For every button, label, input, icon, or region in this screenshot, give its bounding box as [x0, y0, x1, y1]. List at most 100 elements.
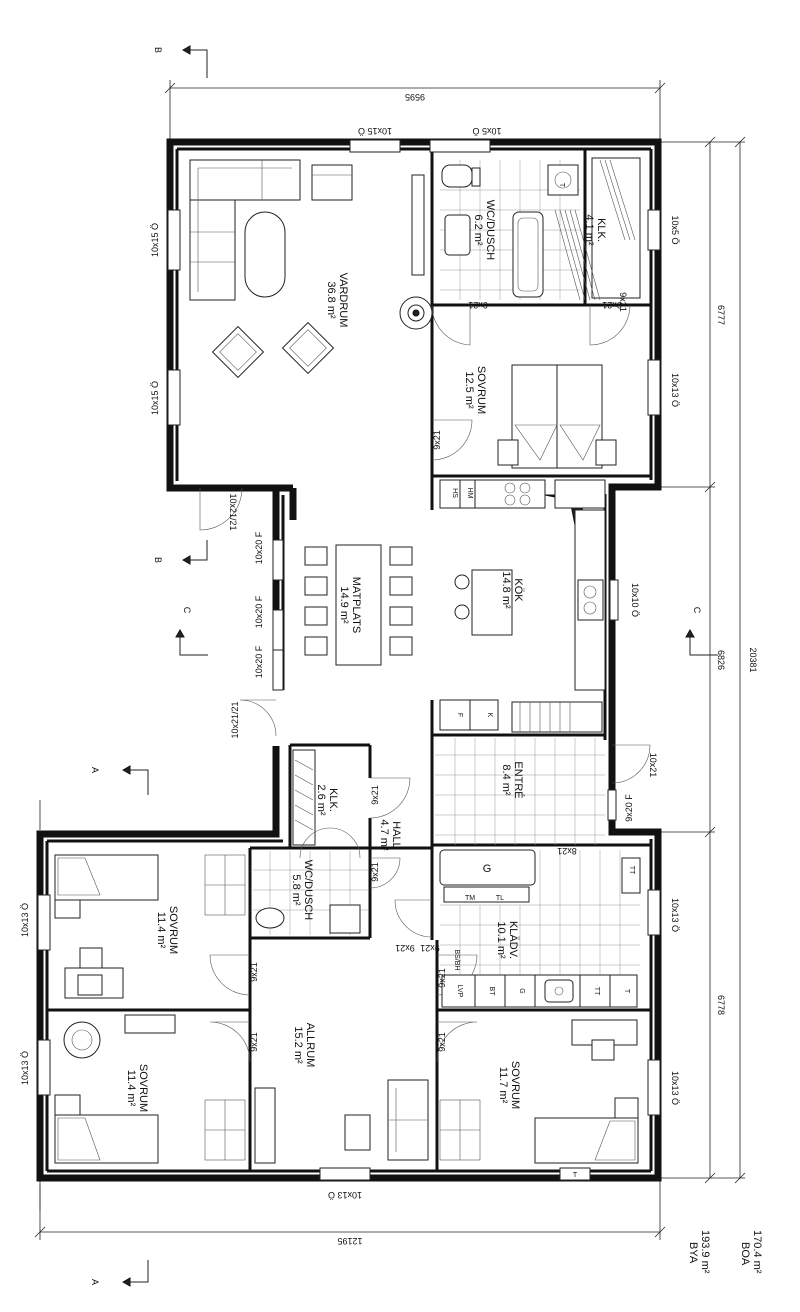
room-area-klk-top: 4.1 m²: [583, 214, 595, 246]
room-area-sovrum-top: 12.5 m²: [463, 371, 475, 409]
room-name-entre: ENTRÉ: [512, 761, 525, 798]
window-label-f1: 10x20 F: [254, 531, 264, 564]
furniture-sovrum-left1: [54, 854, 246, 999]
windows: [37, 139, 661, 1181]
door-label-d1: 9x21: [432, 430, 442, 450]
window-label-right4: 10x13 Ö: [670, 898, 680, 932]
door-label-d10: 9x21: [437, 968, 447, 988]
room-area-kok: 14.8 m²: [500, 571, 512, 609]
window-label-right2: 10x13 Ö: [670, 373, 680, 407]
window-label-right3: 10x10 Ö: [630, 583, 640, 617]
door-label-d12: 9x21: [420, 943, 440, 953]
room-name-vardrum: VARDRUM: [337, 273, 349, 328]
room-area-wcdusch-bot: 5.8 m²: [290, 874, 302, 906]
appl-bsbh: BS/BH: [453, 949, 460, 970]
section-b-mid: B: [153, 557, 163, 563]
dimension-lines: [34, 80, 746, 1240]
appl-tm: TM: [465, 895, 475, 902]
window-label-door1: 10x21/21: [228, 493, 238, 530]
dim-bottom-width: 12195: [337, 1236, 362, 1246]
area-summary: BYA 193.9 m² BOA 170.4 m²: [687, 1230, 763, 1274]
furniture-kitchen: [439, 479, 606, 691]
appl-g1: G: [483, 863, 492, 875]
room-area-kladv: 10.1 m²: [495, 921, 507, 959]
window-label-top2: 10x5 Ö: [472, 126, 501, 136]
boa-value: 170.4 m²: [751, 1230, 763, 1274]
appl-t: T: [623, 989, 630, 994]
window-label-top1: 10x15 Ö: [358, 126, 392, 136]
appl-hs: HS: [451, 488, 458, 498]
boa-label: BOA: [739, 1242, 751, 1266]
room-name-kok: KÖK: [512, 578, 524, 602]
room-name-sovrum-l2: SOVRUM: [137, 1064, 149, 1112]
room-name-sovrum-l1: SOVRUM: [167, 906, 179, 954]
furniture-sovrum-left2: [54, 1014, 246, 1164]
room-name-wcdusch-top: WC/DUSCH: [484, 200, 496, 261]
furniture-sovrum-top: [497, 364, 617, 469]
room-area-sovrum-l2: 11.4 m²: [125, 1070, 137, 1107]
door-label-d9: 9x21: [437, 1032, 447, 1052]
room-name-klk-mid: KLK.: [327, 788, 339, 812]
section-a-mid: A: [90, 767, 100, 773]
appl-g2: G: [518, 988, 525, 993]
window-labels: 10x15 Ö 10x5 Ö 10x15 Ö 10x15 Ö 10x5 Ö 10…: [20, 126, 680, 1200]
room-area-entre: 8.4 m²: [500, 764, 512, 796]
window-label-left4: 10x13 Ö: [20, 1051, 30, 1085]
section-markers: [121, 45, 718, 1287]
furniture-kladv: [439, 849, 641, 1008]
window-label-door3: 10x21: [648, 753, 658, 778]
door-label-d2: 9x21: [468, 300, 488, 310]
dim-right-mid: 6826: [716, 650, 726, 670]
appl-k1: K: [486, 713, 493, 718]
room-area-vardrum: 36.8 m²: [325, 281, 337, 319]
dim-right-upper: 6777: [716, 305, 726, 325]
room-name-matplats: MATPLATS: [350, 577, 362, 633]
window-label-f2: 10x20 F: [254, 595, 264, 628]
furniture-klk-top: [554, 157, 641, 301]
furniture-klk-mid: [292, 749, 316, 846]
door-label-d3: 9x21: [602, 300, 622, 310]
appliance-labels: HS HM F K G G LVP BT TT T BS/BH TM TL T …: [451, 183, 635, 1179]
room-name-wcdusch-bot: WC/DUSCH: [302, 860, 314, 921]
furniture-wc-top: [440, 160, 580, 300]
furniture-matplats: [304, 544, 413, 666]
room-area-hall: 4.7 m²: [378, 819, 390, 851]
furniture-sovrum-br: [439, 1019, 639, 1164]
room-name-allrum: ALLRUM: [304, 1023, 316, 1068]
appl-lvp: LVP: [456, 985, 463, 998]
door-label-d5: 9x21: [370, 862, 380, 882]
appl-f1: F: [456, 713, 463, 717]
room-area-sovrum-l1: 11.4 m²: [155, 912, 167, 949]
window-label-left3: 10x13 Ö: [20, 903, 30, 937]
window-label-door4: 9x20 F: [624, 794, 634, 822]
furniture-wc-bottom: [253, 827, 368, 935]
interior-walls: [47, 149, 651, 1171]
section-c-left: C: [182, 607, 192, 614]
door-label-d8: 9x21: [249, 1032, 259, 1052]
dim-right-total: 20381: [748, 647, 758, 672]
appl-tt: TT: [593, 987, 600, 996]
room-area-sovrum-br: 11.7 m²: [497, 1067, 509, 1104]
furniture-allrum: [254, 1079, 429, 1164]
room-area-wcdusch-top: 6.2 m²: [472, 214, 484, 246]
bya-label: BYA: [687, 1242, 699, 1264]
dim-right-lower: 6778: [716, 995, 726, 1015]
window-label-left1: 10x15 Ö: [150, 223, 160, 257]
window-label-bottom1: 10x13 Ö: [328, 1190, 362, 1200]
room-name-klk-top: KLK.: [595, 218, 607, 242]
room-area-matplats: 14.9 m²: [338, 586, 350, 624]
door-label-d4: 9x21: [370, 785, 380, 805]
appl-hm: HM: [466, 488, 473, 499]
door-labels: 9x21 9x21 9x21 9x21 9x21 9x21 9x21 9x21 …: [249, 292, 628, 1052]
appl-bt: BT: [488, 987, 495, 997]
furniture-entre: [435, 699, 605, 845]
room-name-sovrum-br: SOVRUM: [509, 1061, 521, 1109]
room-area-klk-mid: 2.6 m²: [315, 784, 327, 816]
window-label-left2: 10x15 Ö: [150, 381, 160, 415]
room-name-sovrum-top: SOVRUM: [475, 366, 487, 414]
window-label-right1: 10x5 Ö: [670, 215, 680, 244]
room-labels: VARDRUM 36.8 m² WC/DUSCH 6.2 m² KLK. 4.1…: [125, 200, 607, 1112]
room-name-kladv: KLÄDV.: [507, 921, 519, 959]
window-label-f3: 10x20 F: [254, 645, 264, 678]
